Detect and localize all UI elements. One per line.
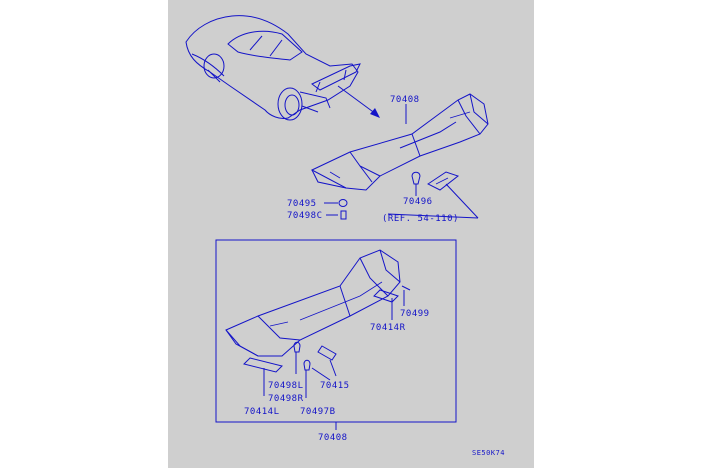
spoiler-assembly-top bbox=[310, 93, 489, 191]
label-70408-bottom: 70408 bbox=[318, 433, 348, 443]
label-70499: 70499 bbox=[400, 309, 430, 319]
label-70415: 70415 bbox=[320, 381, 350, 391]
label-70408-top: 70408 bbox=[390, 95, 420, 105]
label-70498c: 70498C bbox=[287, 211, 323, 221]
part-70496 bbox=[387, 171, 479, 219]
part-70495 bbox=[324, 199, 348, 207]
label-70498l: 70498L bbox=[268, 381, 304, 391]
label-70497b: 70497B bbox=[300, 407, 336, 417]
spoiler-assembly-bottom bbox=[225, 249, 411, 373]
label-70414r: 70414R bbox=[370, 323, 406, 333]
label-70414l: 70414L bbox=[244, 407, 280, 417]
label-70496: 70496 bbox=[403, 197, 433, 207]
part-70498c bbox=[326, 210, 347, 220]
exploded-view-frame bbox=[215, 239, 457, 423]
label-70495: 70495 bbox=[287, 199, 317, 209]
car-illustration bbox=[185, 15, 361, 121]
parts-diagram-sheet bbox=[168, 0, 534, 468]
arrow-to-spoiler bbox=[337, 85, 380, 118]
bottom-leaders bbox=[263, 290, 405, 398]
label-70498r: 70498R bbox=[268, 394, 304, 404]
label-ref-54-110: (REF. 54-110) bbox=[382, 214, 459, 224]
drawing-code: SE50K74 bbox=[472, 449, 505, 457]
